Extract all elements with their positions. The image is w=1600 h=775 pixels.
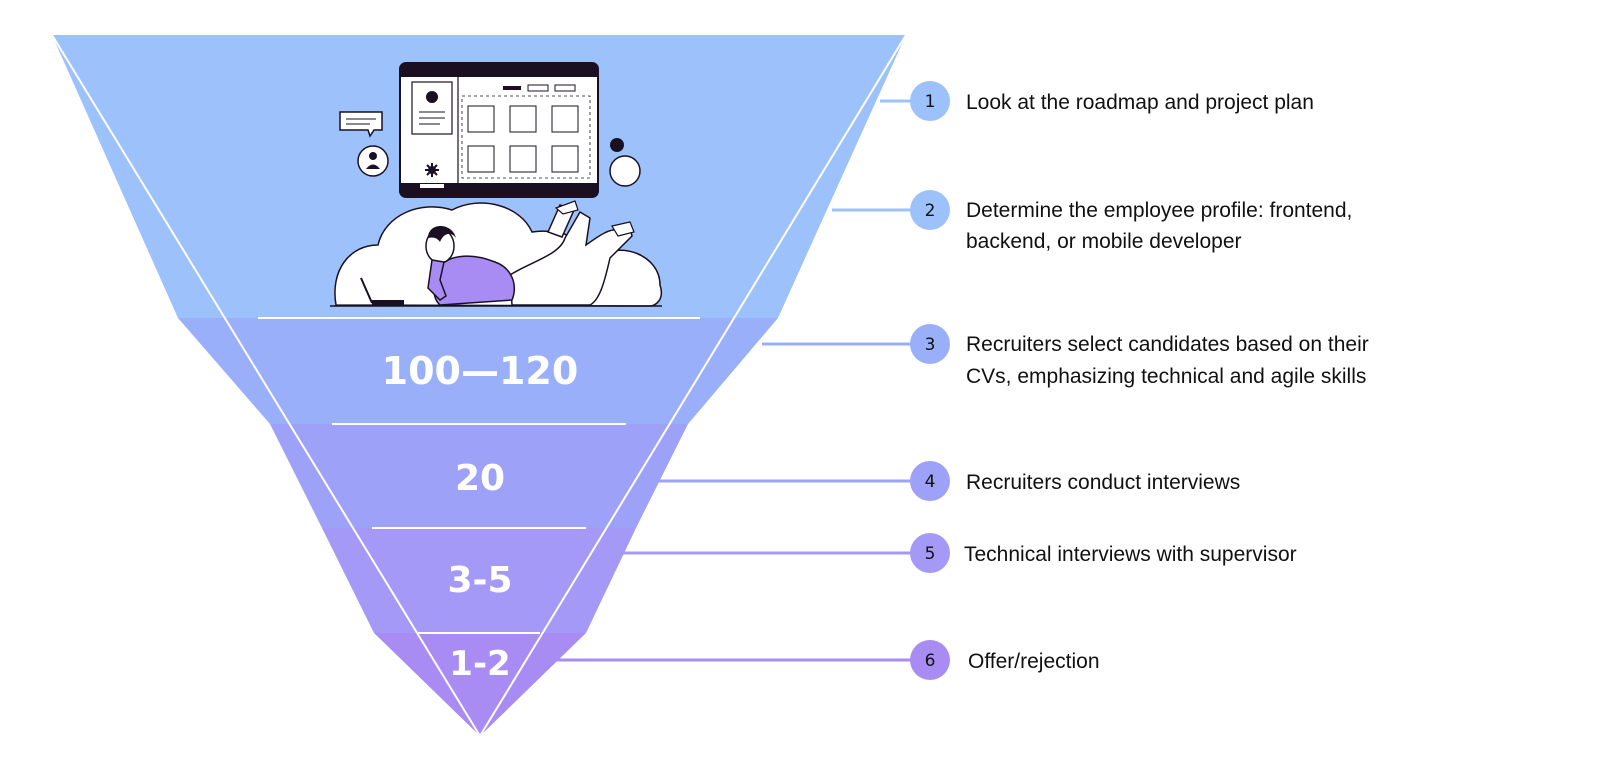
- step-badges: 1 2 3 4 5 6: [910, 81, 950, 680]
- step-text-4: Recruiters conduct interviews: [966, 471, 1240, 494]
- step-badge-6: [910, 640, 950, 680]
- step-number-2: 2: [925, 201, 936, 221]
- laptop-icon: [360, 277, 404, 305]
- connectors: [552, 99, 912, 662]
- step-number-5: 5: [925, 544, 936, 564]
- funnel-label-offer: 1-2: [449, 644, 510, 684]
- step-number-1: 1: [925, 92, 936, 112]
- step-text-3-line-2: CVs, emphasizing technical and agile ski…: [966, 365, 1366, 388]
- chat-bubble-icon: [339, 111, 383, 138]
- funnel-label-candidates: 100—120: [382, 349, 579, 393]
- step-descriptions: Look at the roadmap and project plan Det…: [964, 91, 1369, 673]
- step-badge-1: [910, 81, 950, 121]
- dot-icon: [610, 138, 624, 152]
- funnel-stage-interviews: [270, 424, 688, 528]
- circle-icon: [609, 155, 641, 187]
- funnel-inner-outline: [51, 34, 907, 737]
- funnel-stage-offer: [374, 633, 586, 736]
- step-text-2-line-2: backend, or mobile developer: [966, 230, 1242, 253]
- step-text-1: Look at the roadmap and project plan: [966, 91, 1314, 114]
- funnel-label-interviews: 20: [455, 458, 505, 499]
- step-number-3: 3: [925, 335, 936, 355]
- step-badge-3: [910, 324, 950, 364]
- step-badge-5: [910, 533, 950, 573]
- funnel-stage-candidates: [178, 318, 778, 424]
- dashboard-window-icon: [399, 62, 599, 198]
- step-badge-2: [910, 190, 950, 230]
- gear-icon: [425, 163, 439, 177]
- step-text-2-line-1: Determine the employee profile: frontend…: [966, 199, 1352, 222]
- step-number-6: 6: [925, 651, 936, 671]
- user-avatar-icon: [357, 145, 389, 177]
- illustration: [330, 62, 662, 307]
- person-lying-icon: [425, 200, 635, 306]
- step-number-4: 4: [925, 472, 936, 492]
- funnel-label-technical: 3-5: [447, 560, 512, 601]
- step-text-3-line-1: Recruiters select candidates based on th…: [966, 333, 1369, 356]
- step-text-6: Offer/rejection: [968, 650, 1100, 673]
- step-badge-4: [910, 461, 950, 501]
- step-text-5: Technical interviews with supervisor: [964, 543, 1297, 566]
